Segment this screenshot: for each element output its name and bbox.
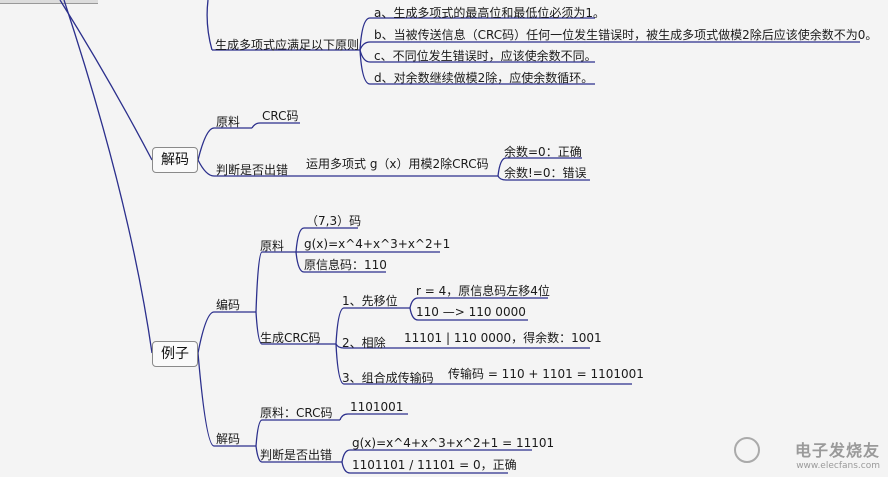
link-step3 xyxy=(335,343,442,385)
link-gen-crc xyxy=(255,311,336,345)
node-decode-method[interactable]: 运用多项式 g（x）用模2除CRC码 xyxy=(306,157,489,171)
link-root-decode xyxy=(59,0,153,161)
link-enc-raw xyxy=(255,251,296,313)
node-decode[interactable]: 解码 xyxy=(152,147,198,173)
node-example[interactable]: 例子 xyxy=(152,341,198,367)
link-ex-judge-1 xyxy=(341,449,532,463)
link-step1-a xyxy=(409,297,548,309)
link-rule-d xyxy=(359,49,595,85)
node-enc-raw-3[interactable]: 原信息码：110 xyxy=(304,258,387,272)
underline-decode-raw-val xyxy=(251,122,300,129)
watermark-logo-icon xyxy=(734,437,760,463)
node-enc-raw-2[interactable]: g(x)=x^4+x^3+x^2+1 xyxy=(304,237,451,251)
link-ex-raw-val xyxy=(339,413,408,421)
link-rule-a xyxy=(359,17,595,51)
node-rule-d[interactable]: d、对余数继续做模2除，应使余数循环。 xyxy=(374,71,594,85)
link-ex-judge-2 xyxy=(341,461,508,474)
node-decode-raw[interactable]: 原料 xyxy=(216,115,241,129)
node-ex-judge[interactable]: 判断是否出错 xyxy=(260,448,333,462)
root-node-edge xyxy=(0,0,98,4)
node-step3-a[interactable]: 传输码 = 110 + 1101 = 1101001 xyxy=(448,367,644,381)
node-decode-judge[interactable]: 判断是否出错 xyxy=(216,163,289,177)
node-encode[interactable]: 编码 xyxy=(216,298,241,312)
node-enc-raw[interactable]: 原料 xyxy=(260,239,285,253)
link-ex-raw xyxy=(255,419,340,447)
link-decode-raw xyxy=(197,127,252,161)
link-step1-b xyxy=(409,307,528,321)
node-rem-nonzero[interactable]: 余数!=0：错误 xyxy=(504,166,587,180)
node-step2-a[interactable]: 11101 | 110 0000，得余数：1001 xyxy=(404,331,602,345)
node-rem-zero[interactable]: 余数=0：正确 xyxy=(504,145,582,159)
link-step1 xyxy=(335,307,410,345)
node-ex-decode[interactable]: 解码 xyxy=(216,432,241,446)
node-step2[interactable]: 2、相除 xyxy=(342,336,386,350)
link-rem-zero xyxy=(497,157,582,177)
link-ex-judge xyxy=(255,445,342,463)
watermark: 电子发烧友 www.elecfans.com xyxy=(795,437,880,471)
node-step3[interactable]: 3、组合成传输码 xyxy=(342,371,434,385)
node-step1-a[interactable]: r = 4，原信息码左移4位 xyxy=(416,284,550,298)
link-enc-raw-1 xyxy=(295,227,358,253)
node-rule-b[interactable]: b、当被传送信息（CRC码）任何一位发生错误时，被生成多项式做模2除后应该使余数… xyxy=(374,28,878,42)
node-ex-raw-val[interactable]: 1101001 xyxy=(350,400,404,414)
node-ex-raw[interactable]: 原料：CRC码 xyxy=(260,406,333,420)
node-ex-judge-1[interactable]: g(x)=x^4+x^3+x^2+1 = 11101 xyxy=(352,436,555,450)
link-root-rules xyxy=(206,0,213,51)
watermark-url: www.elecfans.com xyxy=(796,461,880,471)
node-rule-a[interactable]: a、生成多项式的最高位和最低位必须为1。 xyxy=(374,6,605,20)
link-root-example xyxy=(63,0,153,354)
node-step1[interactable]: 1、先移位 xyxy=(342,294,398,308)
node-step1-b[interactable]: 110 —> 110 0000 xyxy=(416,305,526,319)
node-decode-raw-val[interactable]: CRC码 xyxy=(262,109,299,123)
node-rule-c[interactable]: c、不同位发生错误时，应该使余数不同。 xyxy=(374,49,597,63)
link-decode-judge xyxy=(197,159,302,177)
link-rule-b xyxy=(359,41,860,51)
node-enc-raw-1[interactable]: （7,3）码 xyxy=(306,214,362,228)
node-rule-parent[interactable]: 生成多项式应满足以下原则 xyxy=(215,38,360,52)
link-example-encode xyxy=(197,311,256,354)
node-gen-crc[interactable]: 生成CRC码 xyxy=(260,331,321,345)
watermark-name: 电子发烧友 xyxy=(794,441,880,460)
node-ex-judge-2[interactable]: 1101101 / 11101 = 0，正确 xyxy=(352,458,517,472)
link-enc-raw-3 xyxy=(295,251,386,273)
link-rem-nonzero xyxy=(497,175,590,181)
link-example-decode xyxy=(197,352,256,447)
